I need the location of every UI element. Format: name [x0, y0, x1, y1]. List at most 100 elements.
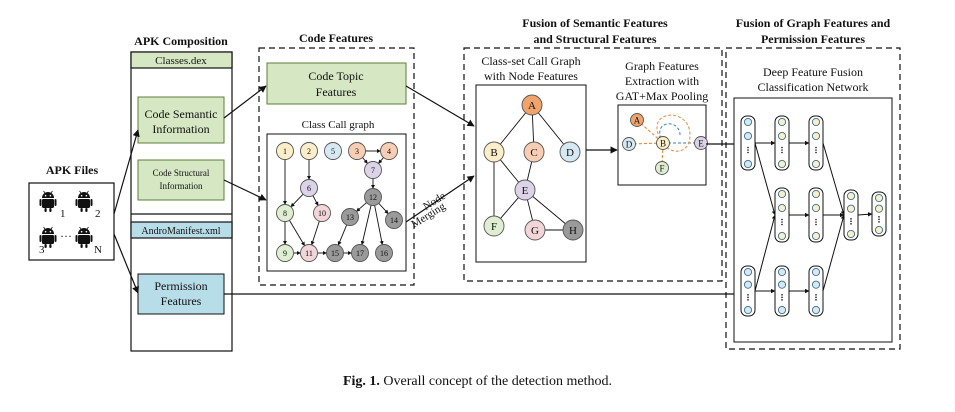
- fusion-semantic-panel: Fusion of Semantic Features and Structur…: [463, 16, 723, 282]
- code-features-panel: Code Features Code Topic Features Class …: [258, 31, 415, 286]
- network-column: [774, 115, 790, 171]
- svg-text:D: D: [626, 139, 633, 149]
- svg-text:D: D: [566, 147, 574, 159]
- call-graph-edge: [374, 205, 384, 246]
- class-call-graph-title: Class Call graph: [302, 119, 375, 131]
- gat-title-1: Graph Features: [625, 59, 699, 73]
- svg-text:H: H: [569, 225, 577, 237]
- class-call-graph-edges: [282, 148, 389, 256]
- class-set-edge: [526, 161, 533, 181]
- apk-label-n: N: [94, 244, 102, 256]
- network-column: [774, 187, 790, 243]
- code-semantic-box: [137, 96, 225, 144]
- network-column: [740, 265, 756, 317]
- call-graph-edge: [362, 157, 368, 164]
- arrow-callgraph-to-fusion: [405, 175, 475, 223]
- svg-text:3: 3: [355, 147, 359, 156]
- call-graph-edge: [290, 193, 304, 208]
- caption-prefix: Fig. 1.: [342, 374, 380, 389]
- code-topic-box: [266, 62, 407, 105]
- svg-text:7: 7: [371, 166, 375, 175]
- svg-text:F: F: [659, 163, 664, 173]
- network-title-1: Deep Feature Fusion: [763, 65, 863, 79]
- code-structural-box: [137, 159, 225, 201]
- network-link: [822, 142, 846, 216]
- classes-dex-label: Classes.dex: [155, 55, 207, 67]
- svg-text:2: 2: [307, 147, 311, 156]
- fusion-graph-title-1: Fusion of Graph Features and: [736, 16, 891, 30]
- svg-text:6: 6: [307, 184, 311, 193]
- fusion-semantic-title-1: Fusion of Semantic Features: [522, 16, 668, 30]
- call-graph-edge: [378, 157, 384, 164]
- code-topic-line-2: Features: [316, 85, 357, 99]
- call-graph-node: 17: [351, 244, 369, 262]
- svg-text:A: A: [634, 115, 641, 125]
- call-graph-edge: [337, 224, 348, 246]
- call-graph-node: 12: [364, 188, 382, 206]
- class-set-node: G: [524, 219, 546, 241]
- arrow-structural-to-callgraph: [223, 179, 267, 201]
- class-set-graph-edges: [493, 112, 566, 231]
- apk-label-1: 1: [60, 208, 66, 220]
- call-graph-node: 4: [380, 142, 398, 160]
- arrow-apk-to-permission: [113, 233, 139, 294]
- code-structural-line-1: Code Structural: [153, 168, 210, 178]
- svg-text:B: B: [660, 138, 666, 148]
- call-graph-node: 16: [375, 244, 393, 262]
- network-column: [774, 265, 790, 317]
- class-set-node: C: [523, 141, 545, 163]
- svg-text:F: F: [491, 221, 497, 233]
- svg-text:13: 13: [346, 213, 354, 222]
- class-set-edge: [532, 196, 566, 224]
- network-title-2: Classification Network: [758, 80, 869, 94]
- network-column: [871, 191, 887, 237]
- class-set-node: D: [559, 141, 581, 163]
- class-set-node: E: [514, 179, 536, 201]
- fusion-graph-dashed-box: [725, 47, 901, 350]
- apk-composition-title: APK Composition: [134, 34, 228, 48]
- code-features-title: Code Features: [299, 31, 373, 45]
- apk-files-panel: APK Files 1 2 3 N ···: [28, 163, 115, 261]
- code-semantic-line-1: Code Semantic: [145, 107, 218, 121]
- call-graph-node: 1: [276, 142, 294, 160]
- gat-node: A: [630, 113, 644, 127]
- call-graph-edge: [356, 202, 367, 212]
- apk-files-title: APK Files: [46, 163, 99, 177]
- svg-text:10: 10: [318, 209, 326, 218]
- apk-label-2: 2: [95, 208, 101, 220]
- svg-text:E: E: [698, 138, 704, 148]
- svg-text:C: C: [530, 147, 537, 159]
- class-set-title-1: Class-set Call Graph: [481, 54, 580, 68]
- apk-label-3: 3: [39, 244, 45, 256]
- fusion-semantic-dashed-box: [463, 47, 723, 282]
- svg-text:4: 4: [387, 147, 391, 156]
- class-set-node: B: [483, 141, 505, 163]
- call-graph-edge: [378, 202, 389, 215]
- class-set-edge: [526, 199, 534, 221]
- call-graph-node: 9: [276, 244, 294, 262]
- gat-title-3: GAT+Max Pooling: [616, 89, 708, 103]
- permission-line-2: Features: [161, 294, 202, 308]
- call-graph-node: 8: [276, 204, 294, 222]
- network-links: [754, 140, 873, 294]
- svg-text:16: 16: [380, 249, 388, 258]
- call-graph-edge: [360, 205, 372, 246]
- svg-text:5: 5: [331, 147, 335, 156]
- manifest-header: [130, 221, 233, 239]
- arrow-apk-to-semantic: [113, 129, 140, 215]
- class-set-node: H: [562, 219, 584, 241]
- call-graph-edge: [288, 220, 306, 247]
- figure-caption: Fig. 1. Overall concept of the detection…: [0, 374, 955, 390]
- svg-text:E: E: [522, 185, 529, 197]
- permission-line-1: Permission: [154, 279, 207, 293]
- permission-box: [137, 273, 225, 315]
- apk-ellipsis: ···: [60, 229, 72, 243]
- network-column: [740, 115, 756, 171]
- call-graph-node: 7: [364, 161, 382, 179]
- code-topic-line-1: Code Topic: [308, 69, 363, 83]
- call-graph-edge: [312, 195, 319, 206]
- svg-text:8: 8: [283, 209, 287, 218]
- call-graph-node: 2: [300, 142, 318, 160]
- code-features-dashed-box: [258, 47, 415, 286]
